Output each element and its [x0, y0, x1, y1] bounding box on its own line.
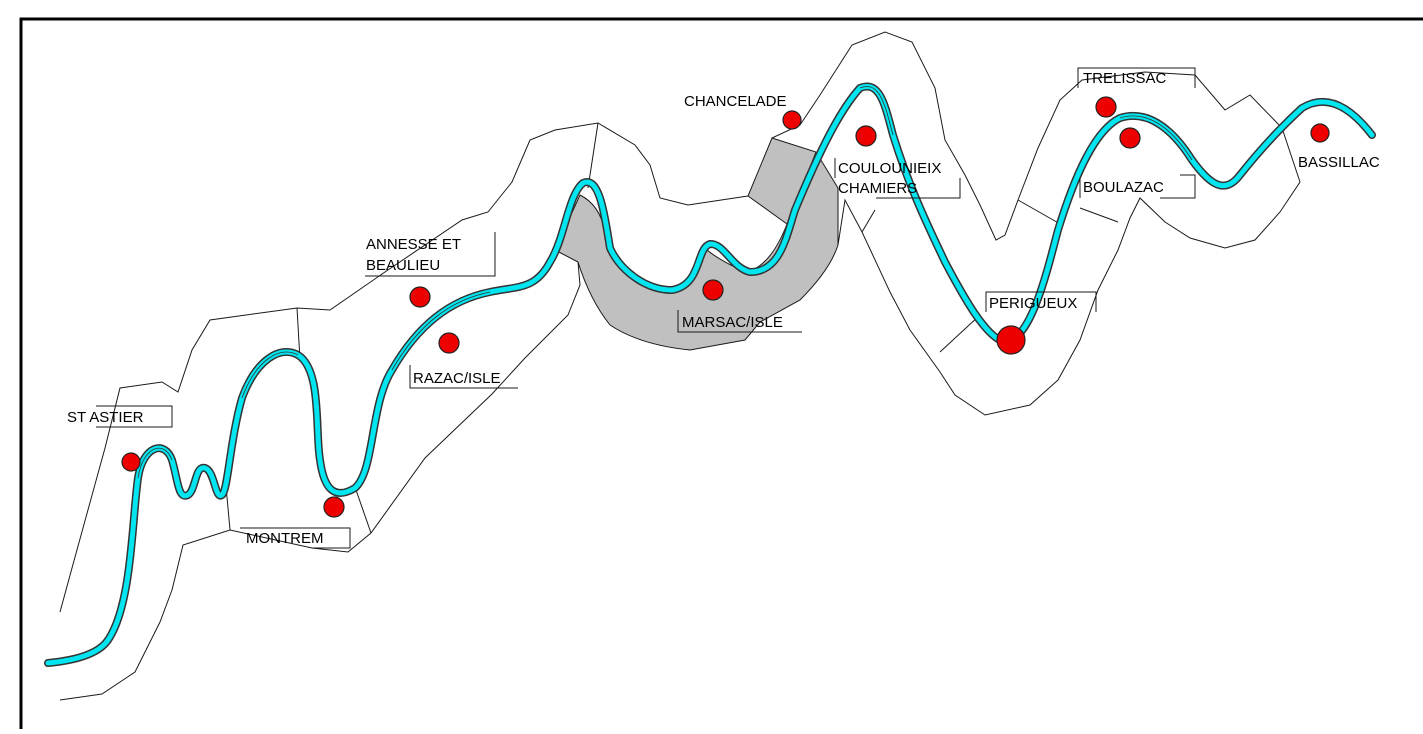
boundary-perigueux-trelissac: [1017, 199, 1063, 226]
town-label-marsac: MARSAC/ISLE: [682, 314, 783, 331]
corridor-south-boundary: [59, 127, 1301, 701]
label-frames: [96, 67, 1196, 549]
map-frame: [19, 17, 1423, 729]
town-label-coulounieix-line2: CHAMIERS: [838, 180, 917, 197]
town-marker-razac: [438, 332, 460, 354]
label-frame-razac: [409, 365, 518, 389]
river-outline: [44, 82, 1376, 667]
label-frame-trelissac: [1077, 67, 1196, 88]
boundary-coulounieix-west: [861, 209, 876, 233]
boundary-trelissac-boulazac: [1079, 207, 1119, 223]
town-label-st-astier: ST ASTIER: [67, 409, 144, 426]
town-marker-perigueux: [996, 325, 1026, 355]
town-marker-trelissac: [1095, 96, 1117, 118]
town-label-montrem: MONTREM: [246, 530, 324, 547]
town-markers: [121, 96, 1330, 518]
town-label-coulounieix-line1: COULOUNIEIX: [838, 160, 941, 177]
river-water: [45, 84, 1375, 666]
label-frame-marsac: [677, 310, 802, 333]
town-marker-bassillac: [1310, 123, 1330, 143]
town-label-chancelade: CHANCELADE: [684, 93, 787, 110]
town-label-perigueux: PERIGUEUX: [989, 295, 1077, 312]
town-label-razac: RAZAC/ISLE: [413, 370, 501, 387]
town-marker-coulounieix: [855, 125, 877, 147]
town-marker-boulazac: [1119, 127, 1141, 149]
river-centerline: [137, 86, 1193, 479]
river-isle: [44, 82, 1376, 667]
town-label-annesse-line1: ANNESSE ET: [366, 236, 461, 253]
label-frame-boulazac: [1079, 174, 1196, 199]
boundary-coulounieix-perigueux: [939, 314, 981, 353]
corridor-north-boundary: [59, 31, 1283, 613]
town-marker-montrem: [323, 496, 345, 518]
town-label-annesse-line2: BEAULIEU: [366, 257, 440, 274]
town-label-trelissac: TRELISSAC: [1083, 70, 1167, 87]
town-marker-annesse: [409, 286, 431, 308]
town-marker-chancelade: [782, 110, 802, 130]
label-frame-perigueux: [985, 291, 1097, 312]
town-label-boulazac: BOULAZAC: [1083, 179, 1164, 196]
label-frame-annesse: [365, 232, 496, 277]
town-label-bassillac: BASSILLAC: [1298, 154, 1380, 171]
label-frame-coulounieix: [834, 158, 961, 199]
town-marker-st-astier: [121, 452, 141, 472]
commune-boundaries: [59, 31, 1301, 701]
town-labels: ST ASTIER MONTREM ANNESSE ET BEAULIEU RA…: [67, 70, 1380, 547]
label-frame-st-astier: [96, 405, 173, 428]
boundary-annesse-marsac: [587, 122, 599, 189]
boundary-razac-montrem: [355, 489, 372, 534]
label-frame-montrem: [240, 527, 351, 549]
town-marker-marsac: [702, 279, 724, 301]
